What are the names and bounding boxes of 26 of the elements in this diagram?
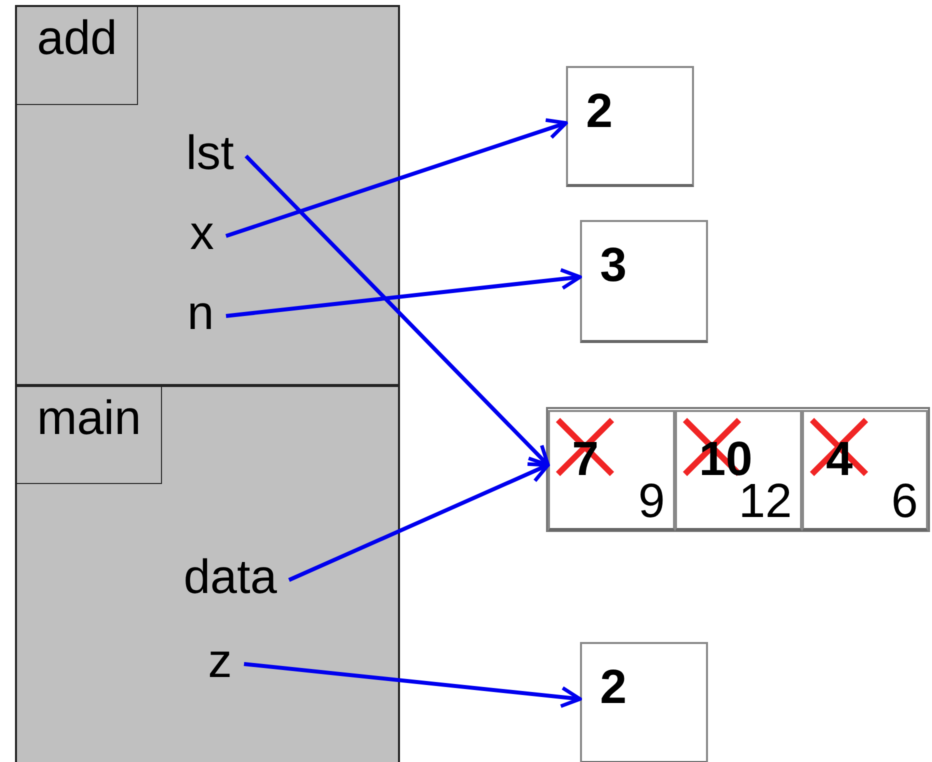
- arrow: [225, 118, 568, 238]
- arrow: [244, 154, 550, 467]
- stack-frame: [15, 385, 400, 762]
- value-box: [580, 642, 708, 762]
- variable-name: x: [172, 210, 214, 266]
- variable-name: z: [182, 638, 232, 694]
- value-box: [566, 66, 694, 187]
- new-value: 6: [891, 478, 918, 526]
- frame-label: add: [17, 7, 138, 105]
- value-text: 2: [600, 664, 627, 712]
- value-box: [580, 220, 708, 343]
- arrow: [226, 268, 582, 318]
- value-text: 2: [586, 88, 613, 136]
- new-value: 12: [738, 478, 792, 526]
- value-text: 3: [600, 242, 627, 290]
- variable-name: lst: [152, 130, 234, 186]
- variable-name: n: [172, 290, 214, 346]
- variable-name: data: [137, 554, 277, 610]
- arrow: [244, 662, 582, 708]
- array-box: [546, 407, 930, 532]
- array-cell: [548, 410, 675, 531]
- array-cell: [802, 410, 928, 531]
- frame-label: main: [17, 387, 162, 484]
- new-value: 9: [638, 478, 665, 526]
- arrow: [288, 462, 550, 582]
- stack-frame: [15, 5, 400, 386]
